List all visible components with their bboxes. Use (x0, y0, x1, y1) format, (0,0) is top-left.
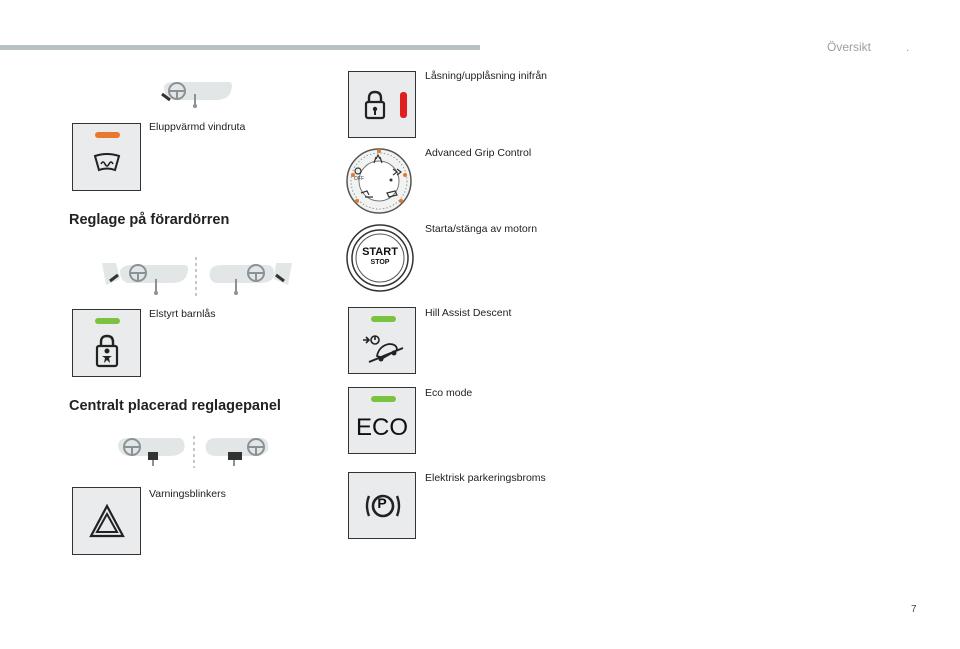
heated-windscreen-led (95, 132, 120, 138)
heading-center-panel: Centralt placerad reglagepanel (69, 398, 281, 414)
parking-brake-button[interactable]: P (348, 472, 416, 539)
caption-heated-windscreen: Eluppvärmd vindruta (149, 121, 246, 133)
caption-grip-control: Advanced Grip Control (425, 147, 532, 159)
page-number: 7 (911, 604, 917, 615)
section-marker: . (906, 40, 910, 54)
parking-brake-icon (365, 494, 401, 518)
eco-led (371, 396, 396, 402)
eco-icon: ECO (355, 414, 408, 441)
header-rule (0, 45, 480, 50)
grip-control-dial[interactable]: OFF (345, 147, 413, 215)
caption-child-lock: Elstyrt barnlås (149, 308, 216, 320)
hazard-button[interactable] (72, 487, 141, 555)
eco-mode-button[interactable]: ECO (348, 387, 416, 454)
hill-descent-button[interactable] (348, 307, 416, 374)
stop-label: STOP (370, 259, 390, 266)
hill-descent-led (371, 316, 396, 322)
heated-windscreen-button[interactable] (72, 123, 141, 191)
start-label: START (362, 246, 398, 258)
dashboard-locator-icon (161, 82, 232, 108)
section-title: Översikt (827, 40, 872, 54)
start-stop-button-icon (346, 224, 414, 292)
central-lock-led (400, 92, 407, 118)
child-lock-led (95, 318, 120, 324)
child-lock-button[interactable] (72, 309, 141, 377)
center-panel-locator-icon (118, 436, 269, 468)
central-lock-button[interactable] (348, 71, 416, 138)
door-locator-icon (102, 257, 292, 297)
caption-central-lock: Låsning/upplåsning inifrån (425, 70, 548, 82)
caption-parking-brake: Elektrisk parkeringsbroms (425, 472, 546, 484)
heading-driver-door: Reglage på förardörren (69, 212, 230, 228)
heated-windscreen-icon (93, 153, 121, 172)
caption-start-stop: Starta/stänga av motorn (425, 223, 538, 235)
hill-descent-icon (363, 335, 404, 363)
hazard-triangle-icon (89, 503, 125, 538)
padlock-icon (364, 90, 386, 120)
caption-hazard: Varningsblinkers (149, 488, 226, 500)
child-lock-icon (95, 334, 119, 368)
start-stop-button[interactable]: START STOP (346, 224, 414, 292)
svg-text:OFF: OFF (354, 176, 364, 182)
caption-hill-descent: Hill Assist Descent (425, 307, 512, 319)
parking-brake-letter: P (377, 495, 387, 511)
caption-eco: Eco mode (425, 387, 473, 399)
